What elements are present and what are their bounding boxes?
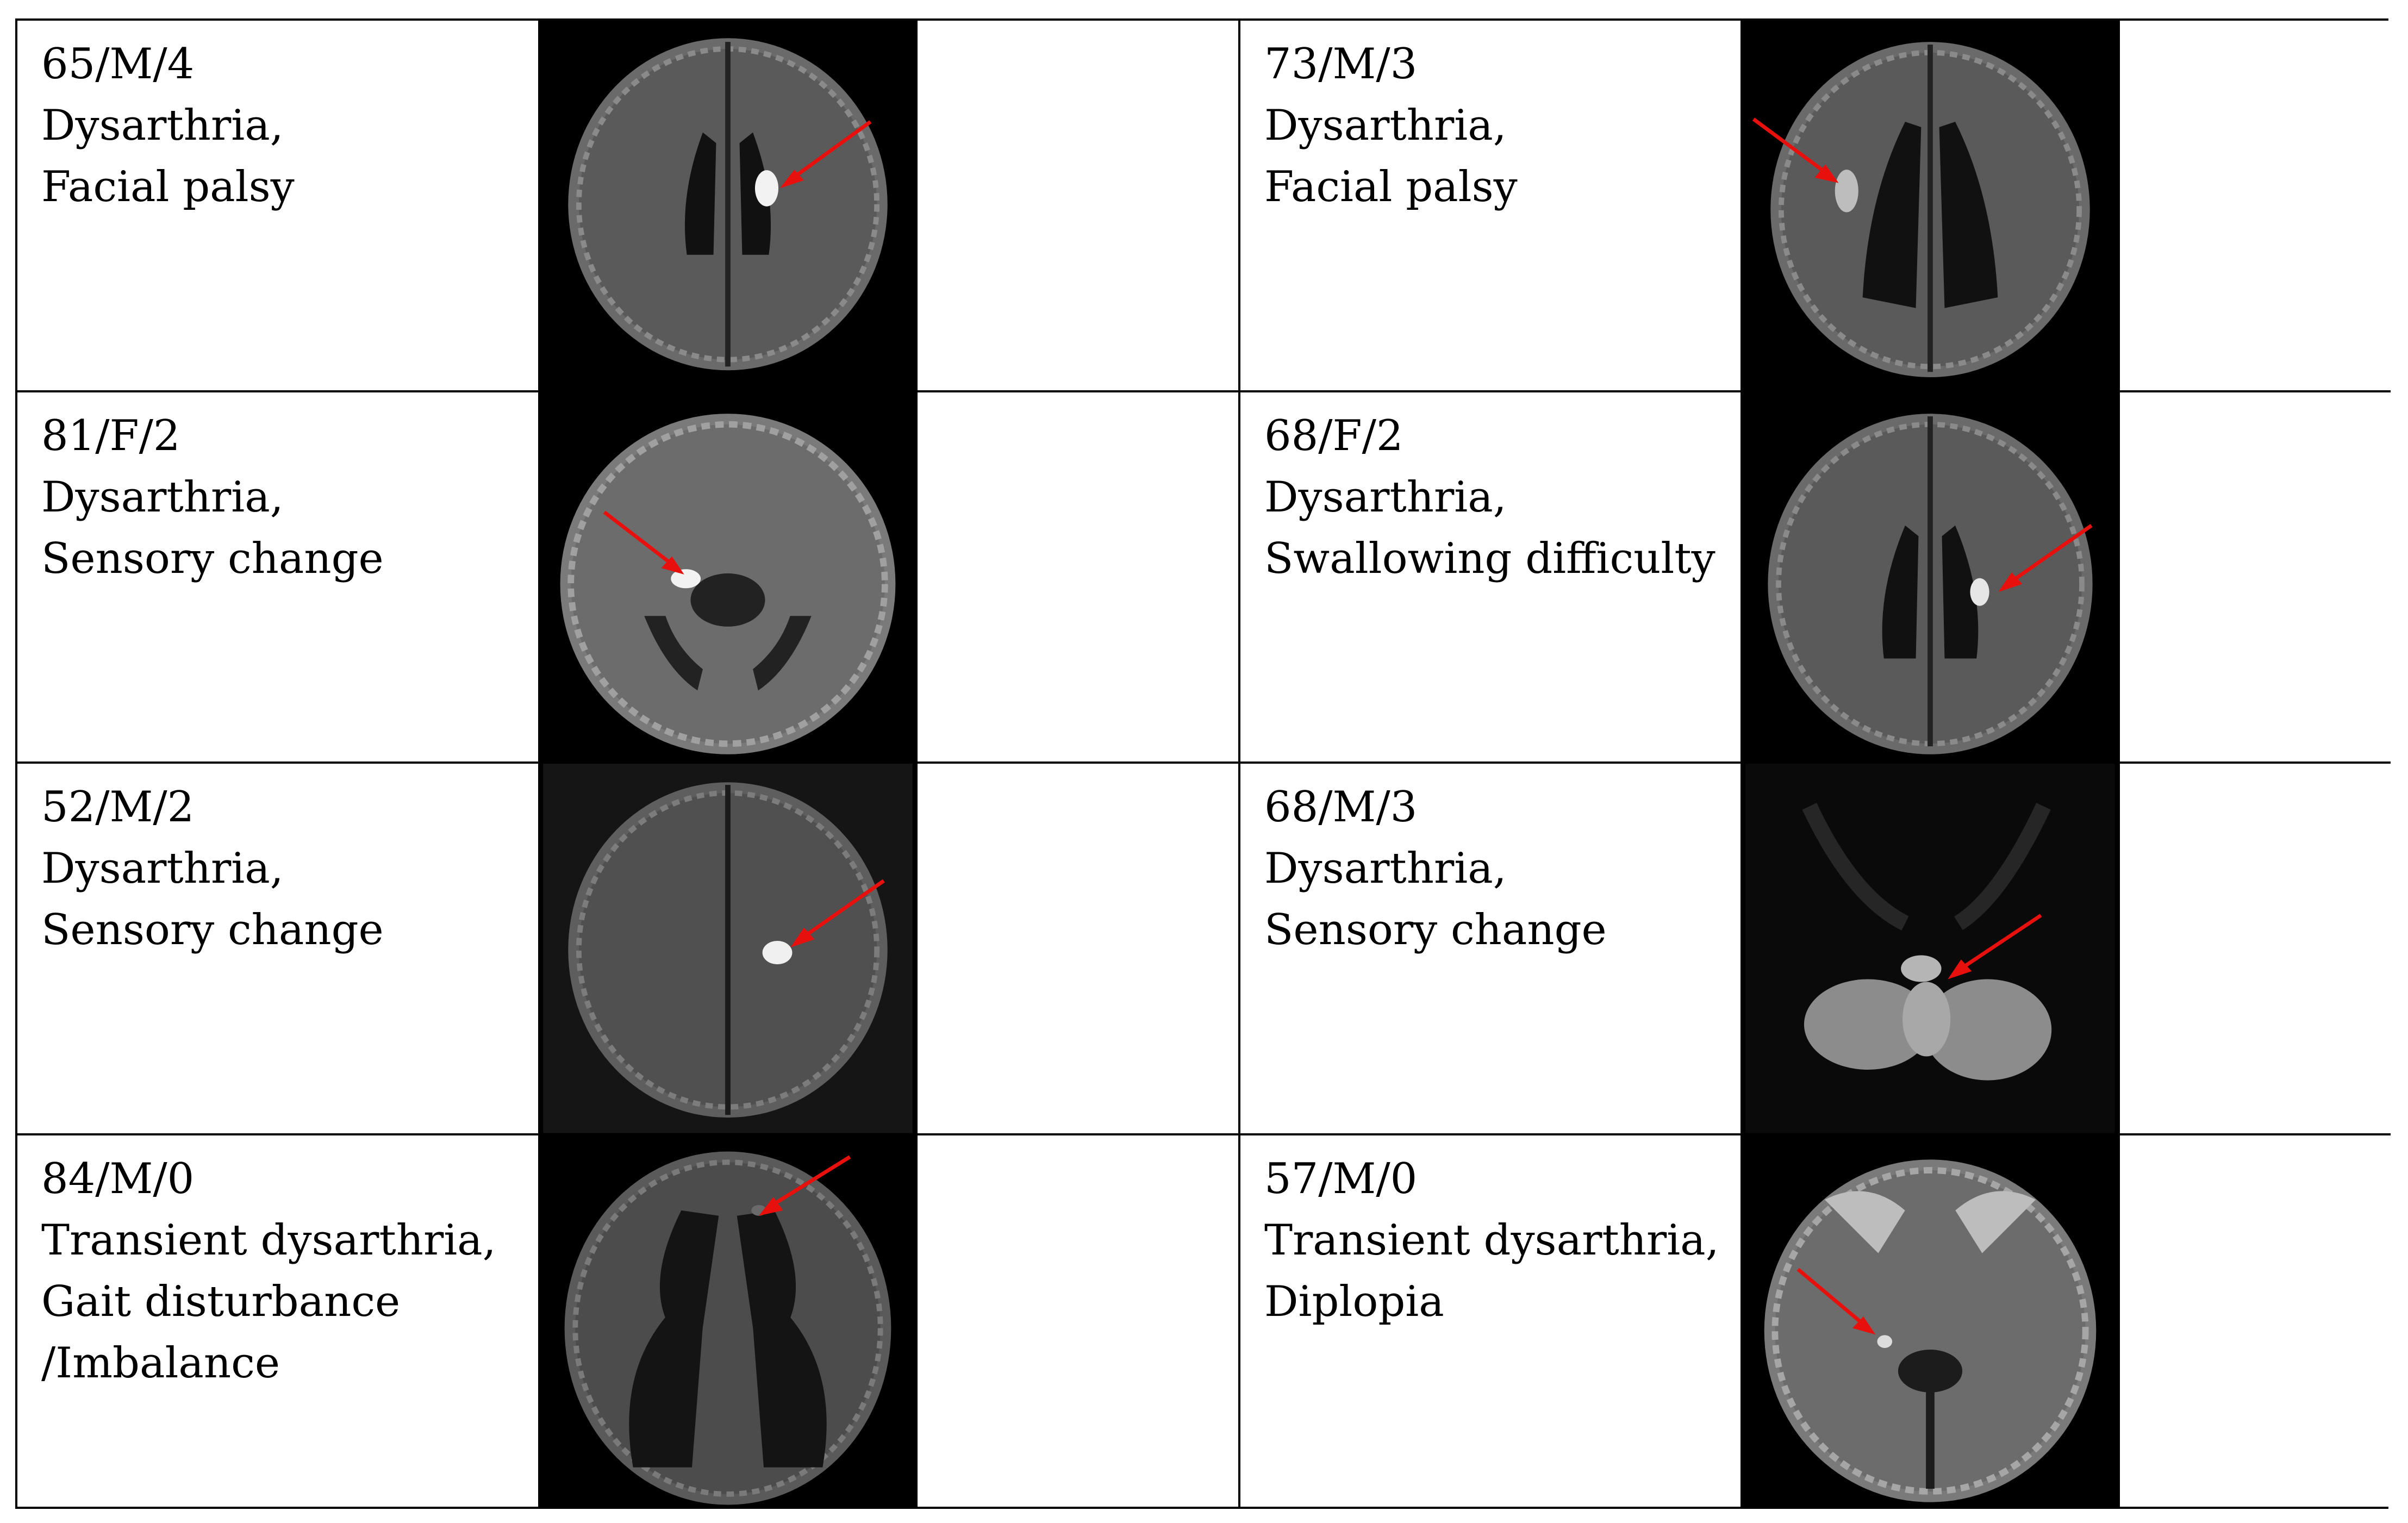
mri-scan xyxy=(568,38,888,371)
mri-image-cell xyxy=(1743,764,2120,1135)
empty-cell xyxy=(918,764,1240,1135)
case-symptom: Swallowing difficulty xyxy=(1264,534,1715,583)
case-symptom: Dysarthria, xyxy=(41,844,284,893)
mri-scan xyxy=(560,413,896,754)
lesion-marker xyxy=(762,941,793,965)
empty-cell xyxy=(2120,1135,2391,1507)
case-text-cell: 84/M/0 Transient dysarthria, Gait distur… xyxy=(17,1135,540,1507)
mri-scan xyxy=(1764,1159,2097,1502)
mri-image-cell xyxy=(540,1135,918,1507)
mri-scan xyxy=(543,764,913,1133)
case-symptom: Dysarthria, xyxy=(41,472,284,522)
mri-image-cell xyxy=(1743,1135,2120,1507)
case-id: 65/M/4 xyxy=(41,40,195,89)
red-arrow-icon xyxy=(603,510,675,567)
case-symptom: Dysarthria, xyxy=(1264,101,1507,150)
red-arrow-icon xyxy=(1752,117,1827,174)
case-table: 65/M/4 Dysarthria, Facial palsy 73/M/3 D… xyxy=(15,18,2391,1509)
empty-cell xyxy=(918,21,1240,392)
mri-scan xyxy=(1768,413,2093,754)
empty-cell xyxy=(2120,21,2391,392)
red-arrow-icon xyxy=(1960,914,2042,970)
red-arrow-icon xyxy=(803,879,885,939)
mri-image-cell xyxy=(1743,392,2120,764)
case-id: 68/F/2 xyxy=(1264,411,1403,460)
case-symptom: Gait disturbance xyxy=(41,1277,401,1326)
case-symptom: Facial palsy xyxy=(41,163,295,211)
empty-cell xyxy=(2120,392,2391,764)
case-text-cell: 81/F/2 Dysarthria, Sensory change xyxy=(17,392,540,764)
case-id: 52/M/2 xyxy=(41,783,195,832)
case-symptom: Sensory change xyxy=(41,906,384,954)
case-id: 81/F/2 xyxy=(41,411,180,460)
empty-cell xyxy=(2120,764,2391,1135)
case-symptom: Dysarthria, xyxy=(1264,472,1507,522)
case-text-cell: 73/M/3 Dysarthria, Facial palsy xyxy=(1240,21,1743,392)
case-text-cell: 65/M/4 Dysarthria, Facial palsy xyxy=(17,21,540,392)
case-id: 84/M/0 xyxy=(41,1154,195,1203)
mri-scan xyxy=(1752,42,2090,378)
case-id: 73/M/3 xyxy=(1264,40,1418,89)
empty-cell xyxy=(918,392,1240,764)
case-text-cell: 57/M/0 Transient dysarthria, Diplopia xyxy=(1240,1135,1743,1507)
case-text-cell: 68/F/2 Dysarthria, Swallowing difficulty xyxy=(1240,392,1743,764)
lesion-marker xyxy=(671,569,701,588)
lesion-marker xyxy=(1835,170,1858,213)
red-arrow-icon xyxy=(2010,523,2093,583)
case-symptom: Dysarthria, xyxy=(41,101,284,150)
case-text-cell: 52/M/2 Dysarthria, Sensory change xyxy=(17,764,540,1135)
red-arrow-icon xyxy=(792,120,872,179)
lesion-marker xyxy=(1970,578,1989,606)
mri-scan xyxy=(564,1151,891,1505)
empty-cell xyxy=(918,1135,1240,1507)
case-text-cell: 68/M/3 Dysarthria, Sensory change xyxy=(1240,764,1743,1135)
case-symptom: Sensory change xyxy=(41,534,384,583)
red-arrow-icon xyxy=(771,1154,851,1207)
case-symptom: Transient dysarthria, xyxy=(41,1215,496,1265)
case-symptom: Transient dysarthria, xyxy=(1264,1215,1719,1265)
case-symptom: Dysarthria, xyxy=(1264,844,1507,893)
case-symptom: /Imbalance xyxy=(41,1338,280,1388)
mri-image-cell xyxy=(1743,21,2120,392)
mri-image-cell xyxy=(540,21,918,392)
lesion-marker xyxy=(1877,1334,1893,1348)
case-id: 57/M/0 xyxy=(1264,1154,1418,1203)
lesion-marker xyxy=(1901,955,1942,982)
lesion-marker xyxy=(754,170,779,207)
case-id: 68/M/3 xyxy=(1264,783,1418,832)
case-symptom: Facial palsy xyxy=(1264,163,1518,211)
mri-image-cell xyxy=(540,392,918,764)
red-arrow-icon xyxy=(1796,1268,1867,1327)
case-symptom: Diplopia xyxy=(1264,1277,1444,1326)
mri-scan xyxy=(1745,764,2115,1133)
mri-image-cell xyxy=(540,764,918,1135)
case-symptom: Sensory change xyxy=(1264,906,1607,954)
